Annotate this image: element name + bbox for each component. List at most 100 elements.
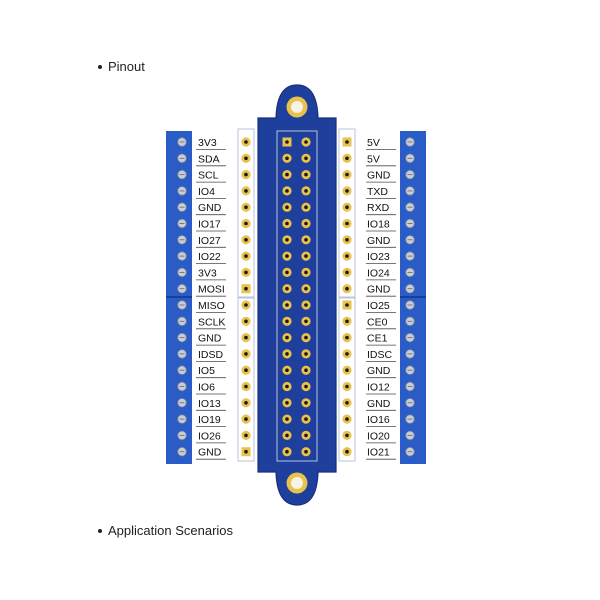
header-pad-odd (282, 170, 292, 180)
header-pad-odd (282, 235, 292, 245)
right-pin-labels: 5V5VGNDTXDRXDIO18GNDIO23IO24GNDIO25CE0CE… (366, 137, 396, 460)
left-pin-label: SCL (198, 170, 219, 182)
left-column-pad (241, 137, 251, 147)
left-pin-label: IO19 (198, 414, 221, 426)
board-pcb (257, 84, 337, 506)
header-pad-even (301, 153, 311, 163)
right-terminal-screw (405, 447, 415, 457)
left-terminal-screw (177, 300, 187, 310)
header-pad-even (301, 284, 311, 294)
right-column-pad (342, 349, 352, 359)
right-pin-label: 5V (367, 153, 380, 165)
right-pin-label: IDSC (367, 349, 393, 361)
left-terminal-screw (177, 169, 187, 180)
right-column-pad (342, 202, 352, 212)
right-terminal-screw (405, 186, 415, 196)
left-pin-label: GND (198, 333, 222, 345)
header-pad-odd (282, 137, 292, 147)
header-pad-odd (282, 267, 292, 277)
left-column-pad (241, 267, 251, 277)
left-column-outline-bottom (237, 297, 255, 462)
right-terminal-screw (405, 332, 415, 343)
left-terminal-screw (177, 186, 187, 196)
right-pin-label: IO12 (367, 382, 390, 394)
left-terminal-screw (177, 447, 187, 457)
right-column-pad (342, 300, 352, 310)
right-pin-label: IO18 (367, 219, 390, 231)
right-pin-label: GND (367, 284, 391, 296)
left-terminal-screw (177, 137, 187, 147)
header-pad-even (301, 447, 311, 457)
right-pin-label: GND (367, 235, 391, 247)
header-pad-even (301, 333, 311, 343)
right-column-pad (342, 137, 352, 147)
left-pin-label: IO6 (198, 382, 215, 394)
right-pin-label: IO25 (367, 300, 390, 312)
right-terminal-screw (405, 284, 415, 294)
left-pin-labels: 3V3SDASCLIO4GNDIO17IO27IO223V3MOSIMISOSC… (196, 137, 226, 460)
header-pad-even (301, 137, 311, 147)
application-heading-text: Application Scenarios (108, 523, 234, 538)
header-pad-even (301, 251, 311, 261)
header-pad-odd (282, 398, 292, 408)
pinout-heading: Pinout (98, 59, 145, 74)
left-terminal-screw (177, 218, 187, 229)
right-pin-label: RXD (367, 202, 390, 214)
right-column-pad (342, 447, 352, 457)
right-terminal-screw (405, 398, 415, 408)
right-terminal-screw (405, 267, 415, 278)
right-terminal-screw (405, 218, 415, 229)
right-terminal-screw (405, 137, 415, 147)
header-pad-even (301, 186, 311, 196)
right-terminal-screw (405, 300, 415, 310)
header-pad-even (301, 414, 311, 424)
right-column-pad (342, 284, 352, 294)
right-column-pad (342, 235, 352, 245)
right-column-pad (342, 365, 352, 375)
right-pin-label: GND (367, 365, 391, 377)
left-column-pad (241, 316, 251, 326)
left-terminal-screw (177, 202, 187, 212)
left-pin-label: GND (198, 447, 222, 459)
header-pad-odd (282, 218, 292, 229)
header-pad-even (301, 300, 311, 310)
left-terminal-screw (177, 365, 187, 375)
right-pin-label: 5V (367, 137, 380, 149)
left-terminal-screw (177, 267, 187, 278)
right-column-pad (342, 430, 352, 440)
left-terminal-screw (177, 430, 187, 441)
header-pad-even (301, 170, 311, 180)
left-terminal-screw (177, 332, 187, 343)
header-pad-even (301, 349, 311, 359)
application-scenarios-heading: Application Scenarios (98, 523, 233, 538)
right-column-pad (342, 316, 352, 326)
left-column-pad (241, 170, 251, 180)
header-pad-odd (282, 153, 292, 163)
left-terminal-screw (177, 316, 187, 327)
header-pad-even (301, 218, 311, 229)
header-pad-odd (282, 300, 292, 310)
left-column-pad (241, 430, 251, 440)
left-column-pad (241, 333, 251, 343)
header-pad-odd (282, 414, 292, 424)
header-pad-even (301, 365, 311, 375)
center-header-outline (276, 130, 318, 462)
left-pin-label: IO17 (198, 219, 221, 231)
header-pad-odd (282, 284, 292, 294)
right-column-pad (342, 153, 352, 163)
right-terminal-screw (405, 169, 415, 180)
left-pin-label: IO13 (198, 398, 221, 410)
right-terminal-screw (405, 365, 415, 375)
right-pin-label: IO16 (367, 414, 390, 426)
left-terminal-screw (177, 251, 187, 261)
left-column-pad (241, 398, 251, 408)
left-pin-label: IO22 (198, 251, 221, 263)
left-terminal-screw (177, 414, 187, 424)
header-pad-odd (282, 251, 292, 261)
header-pad-odd (282, 316, 292, 326)
right-terminal-screw (405, 430, 415, 441)
left-pin-label: SDA (198, 153, 220, 165)
right-pin-label: IO21 (367, 447, 390, 459)
right-pin-label: CE1 (367, 333, 388, 345)
